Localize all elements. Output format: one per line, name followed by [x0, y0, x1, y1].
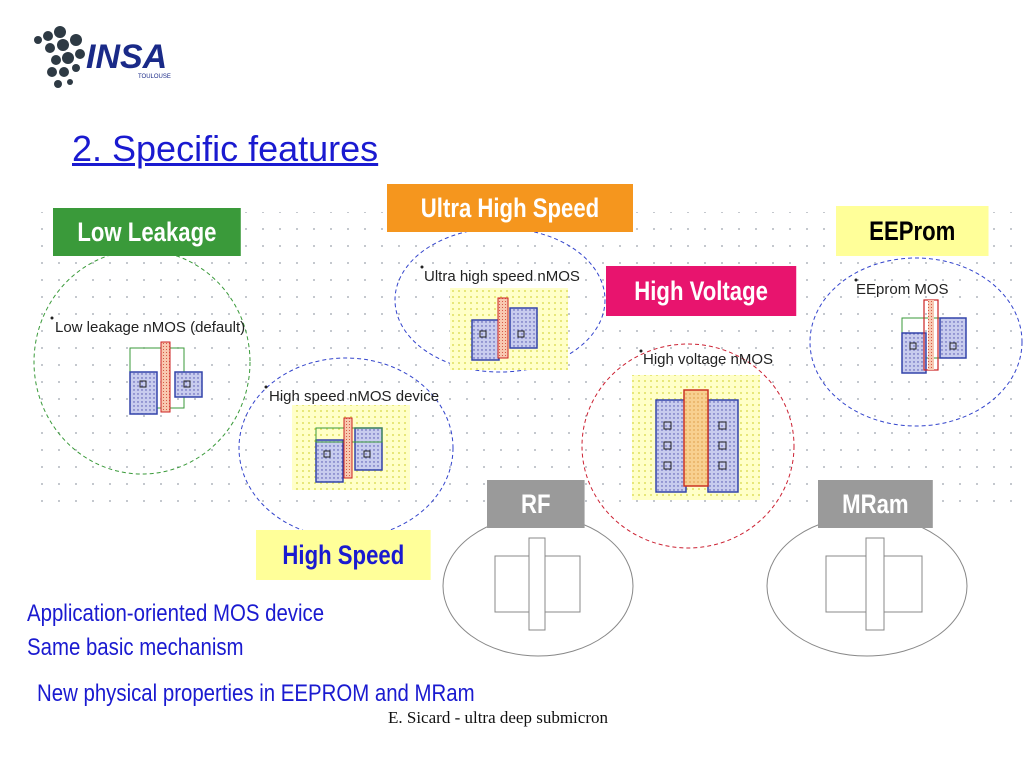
- high-voltage-device: High voltage nMOS: [581, 343, 795, 549]
- ultra-high-speed-device: Ultra high speed nMOS: [394, 227, 606, 373]
- tag-low-leakage: Low Leakage: [53, 208, 241, 256]
- low-leakage-device: Low leakage nMOS (default): [33, 249, 251, 475]
- low-leakage-device-label: Low leakage nMOS (default): [55, 319, 245, 336]
- tag-mram: MRam: [818, 480, 933, 528]
- logo-dots-icon: [34, 26, 85, 88]
- footer-text: E. Sicard - ultra deep submicron: [388, 708, 608, 727]
- mram-device: [766, 515, 968, 657]
- tag-high-speed: High Speed: [256, 530, 431, 580]
- page-title: 2. Specific features: [72, 128, 379, 169]
- high-voltage-device-label: High voltage nMOS: [643, 351, 773, 368]
- bullet-line-2: Same basic mechanism: [27, 634, 244, 661]
- logo-text: INSA: [86, 38, 167, 76]
- high-speed-device-label: High speed nMOS device: [269, 388, 439, 405]
- bullet-line-1: Application-oriented MOS device: [27, 600, 325, 627]
- tag-high-voltage: High Voltage: [606, 266, 797, 316]
- tag-eeprom: EEProm: [836, 206, 989, 256]
- rf-device: [442, 515, 634, 657]
- tag-ultra-high-speed: Ultra High Speed: [387, 184, 633, 232]
- high-speed-device: High speed nMOS device: [238, 357, 454, 539]
- eeprom-device-label: EEprom MOS: [856, 281, 949, 298]
- tag-rf: RF: [487, 480, 585, 528]
- ultra-high-speed-device-label: Ultra high speed nMOS: [424, 268, 580, 285]
- logo-subtext: TOULOUSE: [138, 74, 171, 80]
- eeprom-device: EEprom MOS: [809, 257, 1023, 427]
- insa-logo: INSA TOULOUSE: [34, 26, 171, 88]
- bullet-line-3: New physical properties in EEPROM and MR…: [37, 680, 475, 707]
